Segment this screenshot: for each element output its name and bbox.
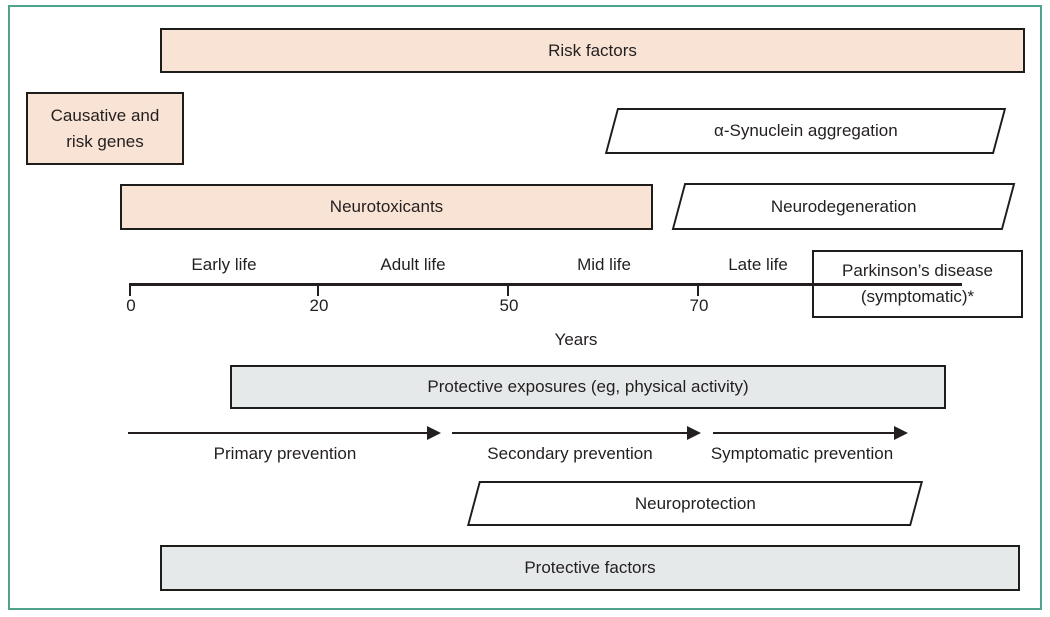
protective-exposures-label: Protective exposures (eg, physical activ… <box>427 377 749 396</box>
neuroprotection-box: Neuroprotection <box>466 481 924 526</box>
arrowhead-icon <box>687 426 701 440</box>
tick-mark-20 <box>317 283 319 296</box>
arrow-shaft <box>452 431 687 435</box>
stage-label-late-life: Late life <box>728 255 788 274</box>
tick-label-20: 20 <box>309 296 329 315</box>
risk-factors-label: Risk factors <box>548 40 637 60</box>
symptomatic-prevention-arrow <box>713 426 908 440</box>
tick-label-50: 50 <box>499 296 519 315</box>
tick-mark-50 <box>507 283 509 296</box>
neurotoxicants-label: Neurotoxicants <box>329 197 444 216</box>
tick-mark-0 <box>129 283 131 296</box>
secondary-prevention-label: Secondary prevention <box>487 444 653 463</box>
neuroprotection-label: Neuroprotection <box>634 493 756 513</box>
alpha-synuclein-label: α-Synuclein aggregation <box>713 121 898 140</box>
arrowhead-icon <box>427 426 441 440</box>
protective-factors-box: Protective factors <box>160 545 1020 591</box>
parkinsons-disease-line2: (symptomatic)* <box>860 287 975 306</box>
symptomatic-prevention-label: Symptomatic prevention <box>710 444 894 463</box>
stage-label-early-life: Early life <box>191 255 257 274</box>
alpha-synuclein-box: α-Synuclein aggregation <box>604 108 1007 154</box>
neurotoxicants-box: Neurotoxicants <box>120 184 653 230</box>
parkinsons-disease-line1: Parkinson’s disease <box>842 261 993 280</box>
arrowhead-icon <box>894 426 908 440</box>
tick-label-0: 0 <box>126 296 136 315</box>
causative-genes-label: Causative and risk genes <box>51 103 160 155</box>
stage-label-adult-life: Adult life <box>380 255 446 274</box>
neurodegeneration-label: Neurodegeneration <box>770 196 917 216</box>
primary-prevention-arrow <box>128 426 441 440</box>
neurodegeneration-box: Neurodegeneration <box>671 183 1016 230</box>
risk-factors-box: Risk factors <box>160 28 1025 73</box>
arrow-shaft <box>713 431 894 435</box>
tick-label-70: 70 <box>689 296 709 315</box>
causative-genes-box: Causative and risk genes <box>26 92 184 165</box>
protective-factors-label: Protective factors <box>524 558 656 577</box>
tick-mark-70 <box>697 283 699 296</box>
causative-genes-line1: Causative and <box>50 105 160 125</box>
causative-genes-line2: risk genes <box>66 131 144 151</box>
stage-label-mid-life: Mid life <box>577 255 631 274</box>
arrow-shaft <box>128 431 427 435</box>
primary-prevention-label: Primary prevention <box>213 444 357 463</box>
protective-exposures-box: Protective exposures (eg, physical activ… <box>230 365 946 409</box>
years-axis-label: Years <box>554 330 598 349</box>
parkinsons-disease-label: Parkinson’s disease (symptomatic)* <box>842 258 993 310</box>
timeline-axis <box>130 283 962 286</box>
secondary-prevention-arrow <box>452 426 701 440</box>
